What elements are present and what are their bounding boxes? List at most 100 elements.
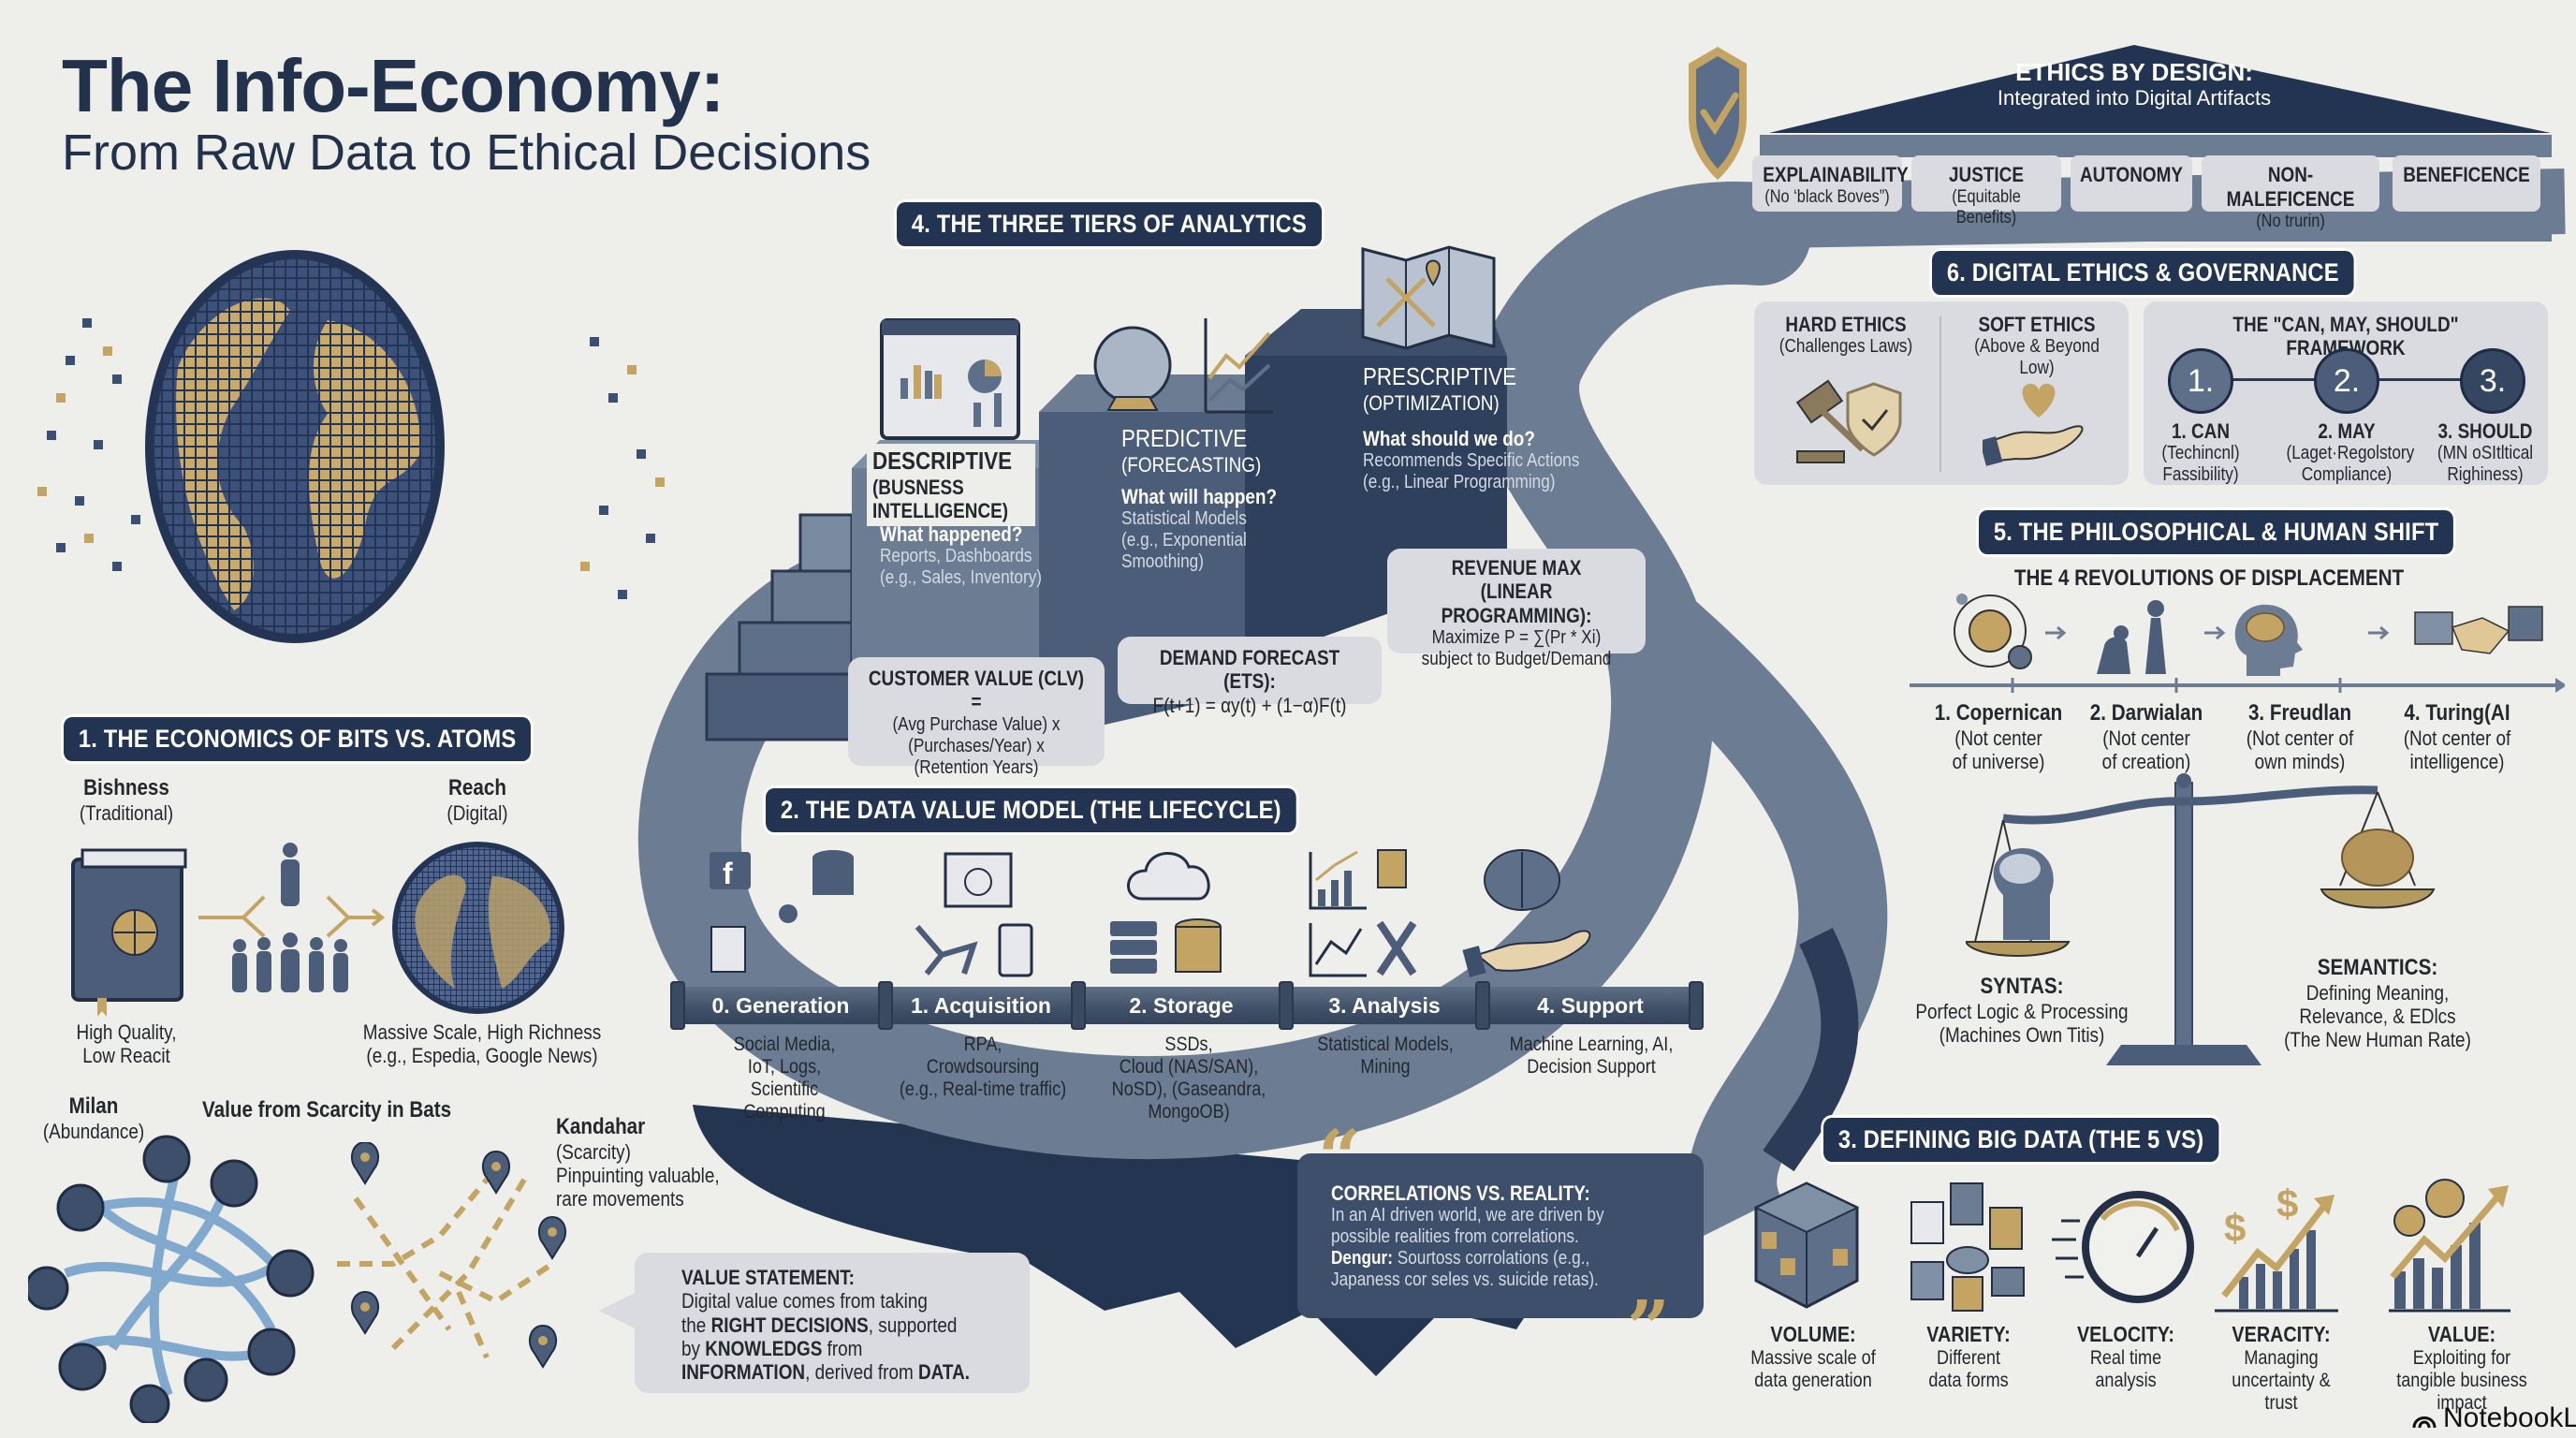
milan-label: Milan (Abundance) [42, 1093, 145, 1143]
value-statement-line3: by KNOWLEDGS from [681, 1336, 863, 1360]
svg-text:$: $ [2276, 1181, 2298, 1225]
shield-check-icon [1689, 47, 1747, 180]
open-quote-icon: “ [1318, 1113, 1362, 1201]
section-4-heading: 4. THE THREE TIERS OF ANALYTICS [897, 202, 1322, 246]
web-robot-icon [915, 852, 1033, 977]
svg-text:$: $ [2224, 1206, 2246, 1250]
correlations-danger-line: Dengur: Sourtoss corrolations (e.g., [1331, 1248, 1590, 1269]
balance-scale-icon [1966, 773, 2436, 1065]
heart-hand-icon [1983, 383, 2084, 466]
pillar-explainability: EXPLAINABILITY (No ‘black Boves”) [1752, 155, 1909, 212]
abundance-network-icon [28, 1135, 315, 1423]
support-description: Machine Learning, AI, Decision Support [1509, 1034, 1674, 1078]
head-brain-icon [2234, 604, 2303, 676]
section-2-heading: 2. THE DATA VALUE MODEL (THE LIFECYCLE) [766, 788, 1296, 832]
scarcity-route-map-icon [337, 1142, 567, 1369]
pillar-beneficence: BENEFICENCE [2393, 155, 2540, 212]
revolutions-subheading: THE 4 REVOLUTIONS OF DISPLACEMENT [2013, 565, 2405, 591]
page-subtitle: From Raw Data to Ethical Decisions [62, 125, 871, 181]
predictive-description: What will happen? Statistical Models (e.… [1121, 485, 1278, 573]
evolution-icon [2097, 600, 2166, 674]
should-step-circle: 3. [2460, 348, 2525, 414]
sun-orbit-icon [1954, 594, 2032, 669]
value-statement-callout: VALUE STATEMENT: Digital value comes fro… [635, 1253, 1030, 1393]
may-label: 2. MAY [2318, 419, 2376, 443]
revolutions-timeline [1910, 594, 2565, 693]
ethics-title: ETHICS BY DESIGN: [2015, 58, 2253, 86]
ethics-subtitle: Integrated into Digital Artifacts [1997, 86, 2272, 110]
syntax-label: SYNTAS: Porfect Logic & Processing (Mach… [1915, 974, 2129, 1047]
coin-growth-icon [2389, 1179, 2510, 1313]
ethics-by-design-temple: ETHICS BY DESIGN: Integrated into Digita… [1676, 19, 2574, 243]
can-step-circle: 1. [2168, 348, 2233, 414]
can-may-should-framework-card: THE "CAN, MAY, SHOULD" FRAMEWORK 1. 2. 3… [2144, 301, 2548, 485]
correlations-title: CORRELATIONS VS. REALITY: [1331, 1181, 1590, 1205]
predictive-title: PREDICTIVE (FORECASTING) [1121, 424, 1262, 477]
pipe-joint [670, 981, 685, 1030]
notebooklm-logo-icon [2412, 1416, 2437, 1429]
section-5-heading: 5. THE PHILOSOPHICAL & HUMAN SHIFT [1979, 510, 2454, 554]
five-vs-icons: $ $ [1753, 1179, 2510, 1313]
globe-icon [145, 250, 445, 643]
soft-ethics-title: SOFT ETHICS [1978, 313, 2096, 336]
cube-icon [1753, 1181, 1860, 1309]
value-statement-title: VALUE STATEMENT: [681, 1266, 855, 1289]
hard-ethics-sub: (Challenges Laws) [1778, 336, 1913, 358]
v-velocity: VELOCITY: Real time analysis [2076, 1322, 2175, 1392]
globe-icon [392, 842, 564, 1014]
acquisition-description: RPA, Crowdsoursing (e.g., Real-time traf… [899, 1034, 1067, 1101]
kandahar-label: Kandahar (Scarcity) Pinpuinting valuable… [556, 1114, 720, 1211]
v-value: VALUE: Exploiting for tangible business … [2396, 1322, 2527, 1415]
value-statement-line4: INFORMATION, derived from DATA. [681, 1360, 971, 1385]
may-step-circle: 2. [2314, 348, 2379, 414]
notebooklm-watermark: NotebookLM [2411, 1402, 2576, 1434]
pillar-autonomy: AUTONOMY [2071, 155, 2192, 212]
ets-formula-callout: DEMAND FORECAST (ETS): F(t+1) = αy(t) + … [1118, 637, 1382, 717]
value-statement-line2: the RIGHT DECISIONS, supported [681, 1313, 958, 1337]
digital-description: Massive Scale, High Richness (e.g., Espe… [362, 1020, 602, 1068]
dashboard-icon [880, 318, 1020, 440]
semantics-label: SEMANTICS: Defining Meaning, Relevance, … [2284, 955, 2471, 1052]
lifecycle-icons: f [710, 849, 1591, 977]
analytics-tools-icon [1309, 849, 1417, 977]
page-title: The Info-Economy: [62, 44, 724, 127]
revolution-darwinian: 2. Darwialan (Not center of creation) [2089, 700, 2203, 773]
stage-storage: 2. Storage [1076, 987, 1286, 1024]
stage-acquisition: 1. Acquisition [886, 987, 1076, 1024]
speedometer-icon [2052, 1191, 2194, 1303]
pillar-non-maleficence: NON-MALEFICENCE (No trurin) [2202, 155, 2379, 231]
lp-formula-callout: REVENUE MAX (LINEAR PROGRAMMING): Maximi… [1387, 549, 1646, 669]
pipe-joint [1689, 981, 1704, 1030]
cloud-database-icon [1110, 852, 1222, 974]
stage-support: 4. Support [1483, 987, 1698, 1024]
close-quote-icon: ” [1627, 1284, 1671, 1372]
map-route-icon [1361, 245, 1496, 350]
pipe-joint [878, 981, 893, 1030]
prescriptive-description: What should we do? Recommends Specific A… [1363, 427, 1580, 493]
stage-generation: 0. Generation [676, 987, 886, 1024]
revolution-freudian: 3. Freudlan (Not center of own minds) [2246, 700, 2354, 773]
section-3-heading: 3. DEFINING BIG DATA (THE 5 VS) [1823, 1118, 2219, 1162]
revolution-turing: 4. Turing(AI (Not center of intelligence… [2403, 700, 2511, 773]
section-6-heading: 6. DIGITAL ETHICS & GOVERNANCE [1932, 251, 2354, 295]
storage-description: SSDs, Cloud (NAS/SAN), NoSD), (Gaseandra… [1111, 1034, 1266, 1123]
clv-formula-callout: CUSTOMER VALUE (CLV) = (Avg Purchase Val… [848, 657, 1105, 778]
hard-soft-ethics-card: HARD ETHICS (Challenges Laws) SOFT ETHIC… [1754, 301, 2129, 485]
analysis-description: Statistical Models, Mining [1317, 1034, 1454, 1078]
pipe-joint [1279, 981, 1294, 1030]
revolution-copernican: 1. Copernican (Not center of universe) [1934, 700, 2063, 773]
location-pin-icon [350, 1142, 567, 1369]
v-variety: VARIETY: Different data forms [1926, 1322, 2011, 1392]
pillar-justice: JUSTICE (Equitable Benefits) [1911, 155, 2061, 227]
social-iot-icon: f [710, 850, 854, 973]
pipe-joint [1475, 981, 1490, 1030]
generation-description: Social Media, IoT, Logs, Scientific Comp… [733, 1034, 836, 1123]
digital-label: Reach (Digital) [446, 775, 508, 825]
callout-pointer [599, 1292, 637, 1329]
correlations-quote-card: CORRELATIONS VS. REALITY: In an AI drive… [1297, 1153, 1704, 1318]
scattered-bits-decoration [37, 318, 665, 599]
file-types-icon [1910, 1182, 2025, 1312]
prescriptive-title: PRESCRIPTIVE (OPTIMIZATION) [1363, 362, 1517, 415]
dollar-chart-icon: $ $ [2215, 1181, 2338, 1313]
soft-ethics-sub: (Above & Beyond Low) [1974, 336, 2100, 379]
